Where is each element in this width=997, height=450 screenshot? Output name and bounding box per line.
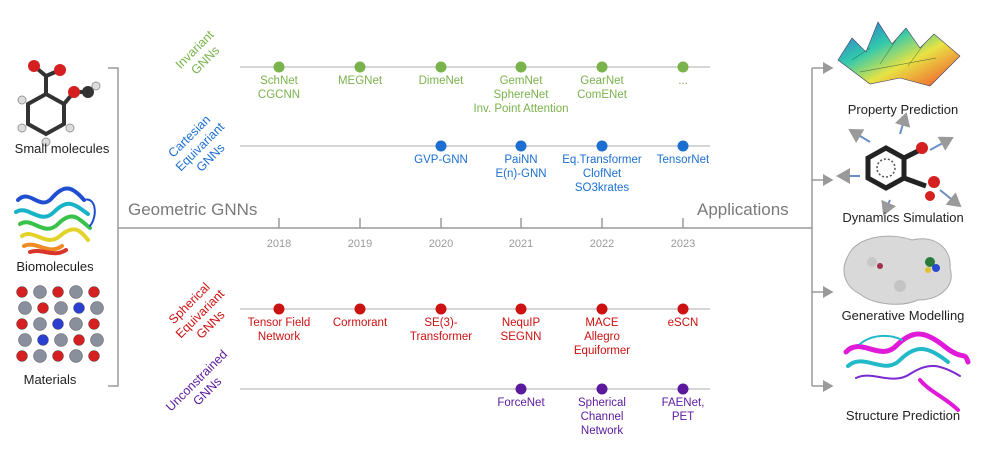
protein-structure-icon — [843, 331, 971, 412]
model-label-unconstrained: Channel — [581, 411, 624, 423]
model-label-invariant: MEGNet — [338, 75, 383, 87]
model-label-cartesian: E(n)-GNN — [495, 168, 546, 180]
timeline-dot-invariant-2021 — [515, 61, 527, 73]
crystal-lattice-icon — [16, 285, 104, 363]
model-label-invariant: ComENet — [577, 89, 628, 101]
model-label-cartesian: Eq.Transformer — [562, 154, 642, 166]
model-label-spherical: eSCN — [668, 317, 699, 329]
timeline-dot-spherical-2020 — [435, 303, 447, 315]
model-label-invariant: DimeNet — [419, 75, 465, 87]
model-label-spherical: SE(3)- — [424, 317, 457, 329]
geometric-gnns-title: Geometric GNNs — [128, 200, 257, 219]
small-molecule-icon — [17, 60, 101, 147]
model-label-spherical: Tensor Field — [248, 317, 311, 329]
model-label-invariant: SchNet — [260, 75, 299, 87]
app-label-dynamics-simulation: Dynamics Simulation — [842, 210, 963, 225]
model-label-cartesian: PaiNN — [504, 154, 537, 166]
year-label-2020: 2020 — [429, 238, 453, 250]
timeline-dot-invariant-2022 — [596, 61, 608, 73]
molecule-forces-icon — [836, 112, 962, 216]
applications-title: Applications — [697, 200, 789, 219]
model-label-invariant: ... — [678, 75, 688, 87]
year-label-2023: 2023 — [671, 238, 695, 250]
timeline-dot-cartesian-2022 — [596, 140, 608, 152]
model-label-cartesian: TensorNet — [657, 154, 710, 166]
model-label-spherical: NequIP — [502, 317, 541, 329]
timeline-dot-invariant-2020 — [435, 61, 447, 73]
model-label-unconstrained: PET — [672, 411, 694, 423]
model-label-unconstrained: Network — [581, 425, 623, 437]
timeline-dot-cartesian-2021 — [515, 140, 527, 152]
surface-plot-icon — [837, 21, 961, 87]
timeline-dot-unconstrained-2022 — [596, 383, 608, 395]
model-label-invariant: CGCNN — [258, 89, 300, 101]
app-label-structure-prediction: Structure Prediction — [846, 408, 960, 423]
protein-surface-icon — [843, 235, 952, 305]
input-label-biomolecules: Biomolecules — [16, 259, 94, 274]
model-label-invariant: SphereNet — [494, 89, 550, 101]
model-label-invariant: GemNet — [500, 75, 544, 87]
timeline-dot-invariant-2019 — [354, 61, 366, 73]
left-bracket — [108, 67, 119, 387]
timeline-dot-spherical-2023 — [677, 303, 689, 315]
app-label-generative-modelling: Generative Modelling — [842, 308, 965, 323]
protein-ribbon-icon — [14, 186, 96, 256]
model-label-spherical: Cormorant — [333, 317, 388, 329]
timeline-dot-spherical-2019 — [354, 303, 366, 315]
model-label-spherical: SEGNN — [501, 331, 542, 343]
year-label-2022: 2022 — [590, 238, 614, 250]
app-label-property-prediction: Property Prediction — [848, 102, 959, 117]
model-label-spherical: Equiformer — [574, 345, 630, 357]
timeline-dot-unconstrained-2023 — [677, 383, 689, 395]
timeline-dot-unconstrained-2021 — [515, 383, 527, 395]
model-label-invariant: Inv. Point Attention — [473, 103, 568, 115]
year-label-2018: 2018 — [267, 238, 291, 250]
model-label-spherical: Network — [258, 331, 300, 343]
model-label-spherical: Allegro — [584, 331, 620, 343]
year-label-2019: 2019 — [348, 238, 372, 250]
timeline-dot-cartesian-2020 — [435, 140, 447, 152]
model-label-cartesian: GVP-GNN — [414, 154, 468, 166]
model-label-cartesian: ClofNet — [583, 168, 622, 180]
model-label-spherical: MACE — [585, 317, 619, 329]
timeline-dot-invariant-2018 — [273, 61, 285, 73]
model-label-unconstrained: FAENet, — [662, 397, 705, 409]
input-label-small-molecules: Small molecules — [15, 141, 110, 156]
input-label-materials: Materials — [24, 372, 77, 387]
year-label-2021: 2021 — [509, 238, 533, 250]
model-label-unconstrained: ForceNet — [497, 397, 545, 409]
model-label-cartesian: SO3krates — [575, 182, 630, 194]
timeline-dot-spherical-2021 — [515, 303, 527, 315]
model-label-spherical: Transformer — [410, 331, 472, 343]
model-label-unconstrained: Spherical — [578, 397, 626, 409]
year-ticks: 2018 2019 2020 2021 2022 2023 — [267, 218, 695, 250]
timeline-dot-spherical-2018 — [273, 303, 285, 315]
timeline-dot-cartesian-2023 — [677, 140, 689, 152]
timeline-dot-invariant-2023 — [677, 61, 689, 73]
timeline-dot-spherical-2022 — [596, 303, 608, 315]
model-label-invariant: GearNet — [580, 75, 624, 87]
